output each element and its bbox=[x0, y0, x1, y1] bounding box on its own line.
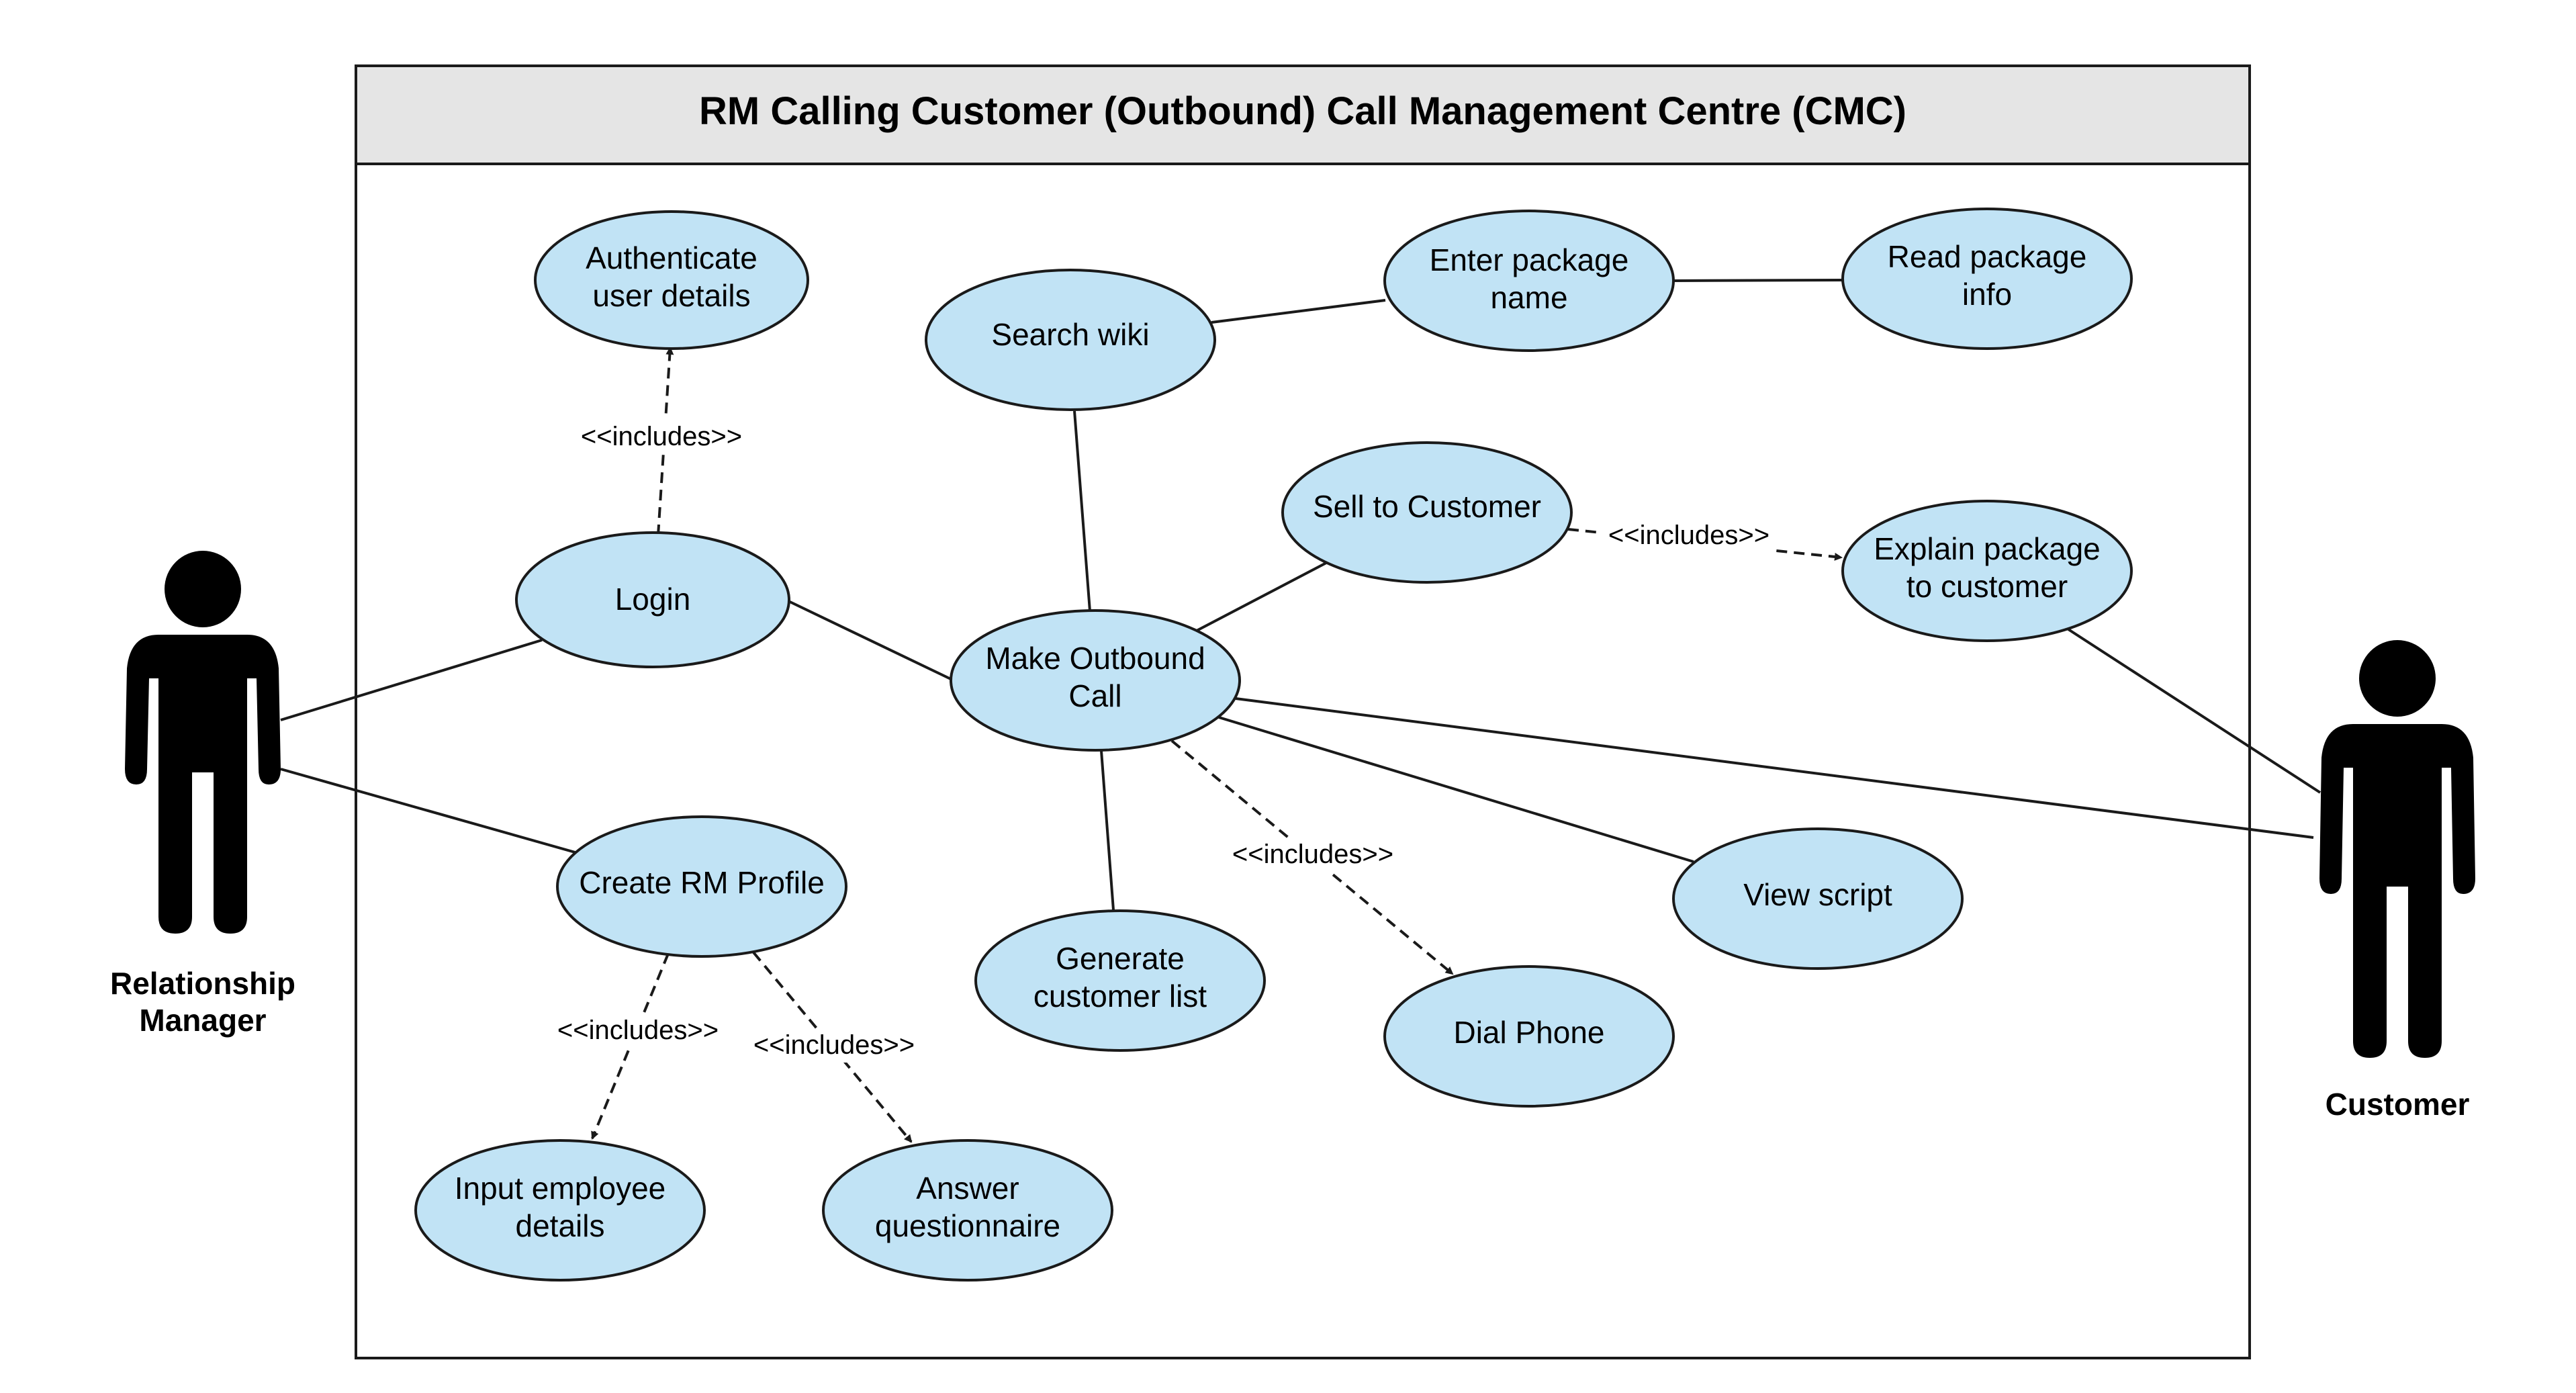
associations bbox=[280, 279, 2321, 911]
assoc-rm-create-profile bbox=[280, 768, 578, 854]
answer-questionnaire-line1: Answer bbox=[916, 1171, 1019, 1206]
assoc-wiki-package bbox=[1211, 299, 1386, 324]
assoc-explain-customer bbox=[2067, 628, 2321, 794]
usecase-explain-package bbox=[1841, 500, 2133, 642]
dial-phone-label: Dial Phone bbox=[1453, 1015, 1604, 1050]
usecase-answer-questionnaire bbox=[822, 1139, 1113, 1282]
view-script-label: View script bbox=[1743, 877, 1892, 912]
assoc-login-outbound bbox=[785, 598, 954, 682]
make-outbound-line1: Make Outbound bbox=[985, 641, 1205, 676]
usecase-make-outbound-call bbox=[950, 609, 1241, 752]
assoc-outbound-generate bbox=[1100, 750, 1115, 911]
generate-list-line1: Generate bbox=[1056, 941, 1185, 976]
input-employee-line1: Input employee bbox=[455, 1171, 666, 1206]
rm-head bbox=[165, 551, 241, 627]
usecase-view-script bbox=[1672, 827, 1964, 970]
sell-to-customer-label: Sell to Customer bbox=[1313, 489, 1541, 524]
read-package-line2: info bbox=[1962, 277, 2012, 312]
login-label: Login bbox=[615, 582, 691, 617]
includes-label-input: <<includes>> bbox=[557, 1016, 719, 1045]
usecase-dial-phone bbox=[1383, 965, 1675, 1108]
usecase-read-package-info bbox=[1841, 208, 2133, 350]
includes-label-dial: <<includes>> bbox=[1232, 840, 1393, 869]
usecase-input-employee-details bbox=[414, 1139, 706, 1282]
enter-package-line1: Enter package bbox=[1430, 242, 1629, 277]
authenticate-line2: user details bbox=[592, 278, 750, 313]
assoc-rm-login bbox=[280, 639, 543, 721]
create-rm-profile-label: Create RM Profile bbox=[579, 865, 825, 900]
explain-package-line1: Explain package bbox=[1874, 531, 2101, 566]
make-outbound-line2: Call bbox=[1068, 678, 1121, 713]
customer-body bbox=[2319, 724, 2475, 1058]
includes-label-authenticate: <<includes>> bbox=[581, 422, 742, 451]
usecase-create-rm-profile bbox=[556, 815, 847, 958]
usecase-search-wiki bbox=[925, 269, 1216, 411]
actor-relationship-manager bbox=[125, 551, 281, 934]
rm-body bbox=[125, 635, 281, 934]
authenticate-line1: Authenticate bbox=[586, 240, 757, 275]
system-title: RM Calling Customer (Outbound) Call Mana… bbox=[699, 89, 1906, 133]
answer-questionnaire-line2: questionnaire bbox=[875, 1208, 1060, 1243]
input-employee-line2: details bbox=[516, 1208, 605, 1243]
enter-package-line2: name bbox=[1490, 280, 1567, 315]
usecase-login bbox=[515, 531, 790, 668]
read-package-line1: Read package bbox=[1888, 239, 2087, 274]
usecase-sell-to-customer bbox=[1281, 441, 1573, 584]
assoc-outbound-customer bbox=[1235, 697, 2314, 839]
includes-label-explain: <<includes>> bbox=[1608, 521, 1769, 550]
generate-list-line2: customer list bbox=[1033, 979, 1207, 1014]
assoc-outbound-script bbox=[1218, 716, 1694, 863]
usecase-enter-package-name bbox=[1383, 210, 1675, 352]
explain-package-line2: to customer bbox=[1906, 569, 2068, 604]
search-wiki-label: Search wiki bbox=[991, 317, 1149, 352]
rm-actor-label-line2: Manager bbox=[139, 1003, 266, 1038]
system-header bbox=[355, 64, 2251, 165]
includes-label-answer: <<includes>> bbox=[753, 1030, 915, 1060]
usecase-authenticate-user-details bbox=[534, 210, 809, 350]
rm-actor-label-line1: Relationship bbox=[110, 966, 295, 1001]
assoc-sell-outbound bbox=[1195, 561, 1327, 633]
assoc-wiki-outbound bbox=[1073, 410, 1091, 612]
assoc-package-read bbox=[1671, 279, 1843, 282]
actor-customer bbox=[2319, 640, 2475, 1058]
customer-actor-label: Customer bbox=[2326, 1087, 2470, 1122]
usecase-generate-customer-list bbox=[974, 909, 1266, 1052]
include-profile-input bbox=[591, 953, 670, 1140]
include-sell-explain bbox=[1567, 528, 1843, 561]
customer-head bbox=[2359, 640, 2436, 717]
